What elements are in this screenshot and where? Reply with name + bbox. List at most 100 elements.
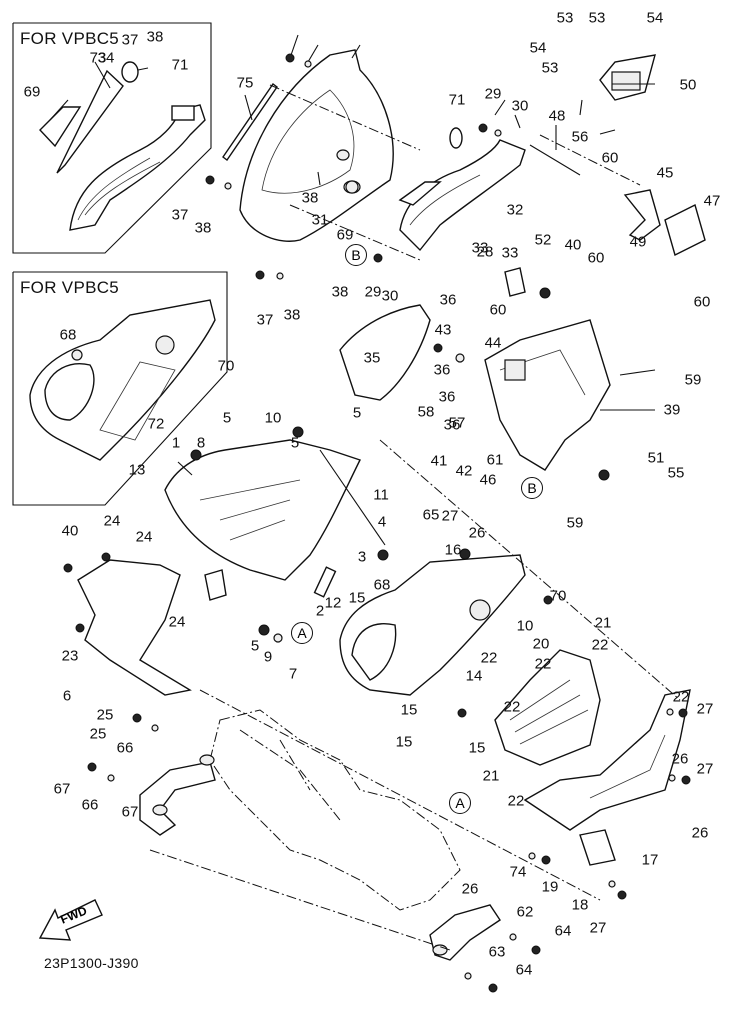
- part-callout-31: 31: [311, 211, 329, 229]
- part-callout-47: 47: [703, 192, 721, 210]
- variant-box-1-title: FOR VPBC5: [20, 29, 120, 48]
- part-callout-27: 27: [696, 700, 714, 718]
- rod-4: [319, 449, 386, 546]
- part-callout-70: 70: [549, 587, 567, 605]
- part-callout-4: 4: [377, 513, 387, 531]
- part-callout-21: 21: [594, 614, 612, 632]
- part-callout-71: 71: [448, 91, 466, 109]
- part-callout-60: 60: [489, 301, 507, 319]
- part-callout-49: 49: [629, 233, 647, 251]
- forward-arrow: [38, 899, 103, 941]
- sleeve-2: [313, 566, 337, 598]
- decal-69-main: [398, 181, 442, 206]
- part-callout-17: 17: [641, 851, 659, 869]
- meter-bracket-39-drawing: [484, 319, 611, 471]
- part-callout-30: 30: [381, 287, 399, 305]
- part-callout-65: 65: [422, 506, 440, 524]
- part-callout-55: 55: [667, 464, 685, 482]
- part-callout-38: 38: [331, 283, 349, 301]
- part-callout-52: 52: [534, 231, 552, 249]
- part-callout-70: 70: [217, 357, 235, 375]
- part-callout-43: 43: [434, 321, 452, 339]
- part-callout-21: 21: [482, 767, 500, 785]
- part-callout-10: 10: [264, 409, 282, 427]
- reference-marker-b: B: [345, 244, 367, 266]
- part-callout-25: 25: [89, 725, 107, 743]
- part-callout-67: 67: [121, 803, 139, 821]
- part-callout-22: 22: [507, 792, 525, 810]
- part-callout-26: 26: [468, 524, 486, 542]
- part-callout-59: 59: [566, 514, 584, 532]
- part-callout-24: 24: [168, 613, 186, 631]
- part-callout-3: 3: [357, 548, 367, 566]
- part-callout-24: 24: [103, 512, 121, 530]
- variant-box-1-frame: [12, 22, 212, 254]
- part-callout-22: 22: [480, 649, 498, 667]
- part-callout-53: 53: [588, 9, 606, 27]
- part-callout-51: 51: [647, 449, 665, 467]
- plate-52: [504, 267, 526, 297]
- part-callout-24: 24: [135, 528, 153, 546]
- inner-frame-1-drawing: [164, 439, 361, 581]
- leader-lines: [49, 34, 656, 476]
- part-callout-7: 7: [288, 665, 298, 683]
- part-callout-48: 48: [548, 107, 566, 125]
- box1-stripe-73: [56, 69, 124, 174]
- diagram-code: 23P1300-J390: [44, 955, 139, 971]
- part-callout-66: 66: [81, 796, 99, 814]
- part-callout-36: 36: [443, 416, 461, 434]
- emblem-71-main: [449, 127, 463, 149]
- part-callout-35: 35: [363, 349, 381, 367]
- part-callout-32: 32: [506, 201, 524, 219]
- part-callout-58: 58: [417, 403, 435, 421]
- plate-12: [204, 569, 227, 601]
- vehicle-frame-drawing: [209, 709, 461, 911]
- part-callout-13: 13: [128, 461, 146, 479]
- rod-48: [529, 144, 581, 176]
- part-callout-6: 6: [62, 687, 72, 705]
- part-callout-71: 71: [171, 56, 189, 74]
- part-callout-69: 69: [336, 226, 354, 244]
- part-callout-22: 22: [534, 655, 552, 673]
- part-callout-1: 1: [171, 434, 181, 452]
- part-callout-2: 2: [315, 602, 325, 620]
- part-callout-67: 67: [53, 780, 71, 798]
- part-callout-46: 46: [479, 471, 497, 489]
- part-callout-68: 68: [59, 326, 77, 344]
- part-callout-62: 62: [516, 903, 534, 921]
- part-callout-5: 5: [222, 409, 232, 427]
- part-callout-56: 56: [571, 128, 589, 146]
- part-callout-37: 37: [256, 311, 274, 329]
- box1-side-cowl-drawing: [69, 104, 206, 231]
- part-callout-72: 72: [147, 415, 165, 433]
- box2-panel-drawing: [29, 299, 216, 461]
- part-callout-54: 54: [646, 9, 664, 27]
- part-callout-40: 40: [61, 522, 79, 540]
- part-callout-36: 36: [439, 291, 457, 309]
- part-callout-33: 33: [501, 244, 519, 262]
- part-callout-36: 36: [438, 388, 456, 406]
- part-callout-18: 18: [571, 896, 589, 914]
- part-callout-25: 25: [96, 706, 114, 724]
- part-callout-23: 23: [61, 647, 79, 665]
- part-callout-14: 14: [465, 667, 483, 685]
- part-callout-19: 19: [541, 878, 559, 896]
- part-callout-22: 22: [672, 688, 690, 706]
- part-callout-26: 26: [691, 824, 709, 842]
- part-callout-54: 54: [529, 39, 547, 57]
- part-callout-27: 27: [589, 919, 607, 937]
- reference-marker-b: B: [521, 477, 543, 499]
- part-callout-63: 63: [488, 943, 506, 961]
- part-callout-38: 38: [283, 306, 301, 324]
- part-callout-22: 22: [503, 698, 521, 716]
- strip-75: [222, 83, 278, 161]
- part-callout-44: 44: [484, 334, 502, 352]
- part-callout-20: 20: [532, 635, 550, 653]
- part-callout-45: 45: [656, 164, 674, 182]
- reference-marker-a: A: [449, 792, 471, 814]
- bracket-47: [664, 203, 706, 257]
- part-callout-74: 74: [509, 863, 527, 881]
- part-callout-38: 38: [146, 28, 164, 46]
- part-callout-69: 69: [23, 83, 41, 101]
